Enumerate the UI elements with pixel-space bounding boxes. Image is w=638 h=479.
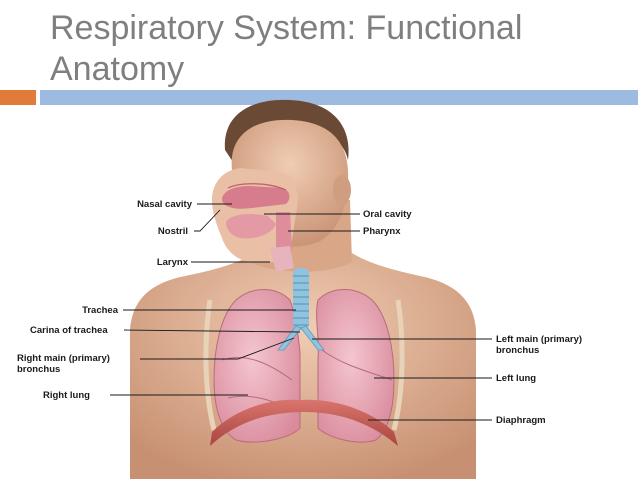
label-oral-cavity: Oral cavity	[363, 209, 412, 220]
label-right-lung: Right lung	[43, 390, 90, 401]
bronchi-shape	[277, 325, 325, 351]
label-right-main-bronchus: Right main (primary) bronchus	[17, 353, 110, 375]
ear	[333, 175, 351, 205]
accent-bar-orange	[0, 90, 36, 105]
label-diaphragm: Diaphragm	[496, 415, 546, 426]
accent-bar-blue	[40, 90, 638, 105]
label-nostril: Nostril	[157, 226, 188, 237]
label-pharynx: Pharynx	[363, 226, 401, 237]
label-left-main-bronchus-line2: bronchus	[496, 345, 540, 356]
oral-cavity	[226, 214, 276, 239]
nasal-cavity	[222, 186, 290, 209]
label-carina-of-trachea: Carina of trachea	[30, 325, 108, 336]
torso	[130, 248, 476, 479]
label-larynx: Larynx	[156, 257, 188, 268]
label-trachea: Trachea	[82, 305, 118, 316]
leader-carina	[123, 329, 301, 333]
trachea-shape	[293, 268, 309, 330]
slide-title: Respiratory System: Functional Anatomy	[50, 9, 523, 88]
label-right-main-bronchus-line1: Right main (primary)	[17, 353, 110, 364]
label-right-main-bronchus-line2: bronchus	[17, 364, 61, 375]
hair	[224, 99, 349, 165]
label-left-lung: Left lung	[496, 373, 537, 384]
leader-nostril	[194, 209, 221, 232]
right-lung-shape	[213, 289, 301, 443]
leader-right-main-bronchus	[140, 337, 295, 360]
label-left-main-bronchus-line1: Left main (primary)	[496, 334, 583, 345]
label-nasal-cavity: Nasal cavity	[137, 199, 192, 210]
diaphragm-shape	[210, 399, 398, 446]
label-left-main-bronchus: Left main (primary) bronchus	[496, 334, 582, 356]
larynx	[270, 246, 294, 272]
